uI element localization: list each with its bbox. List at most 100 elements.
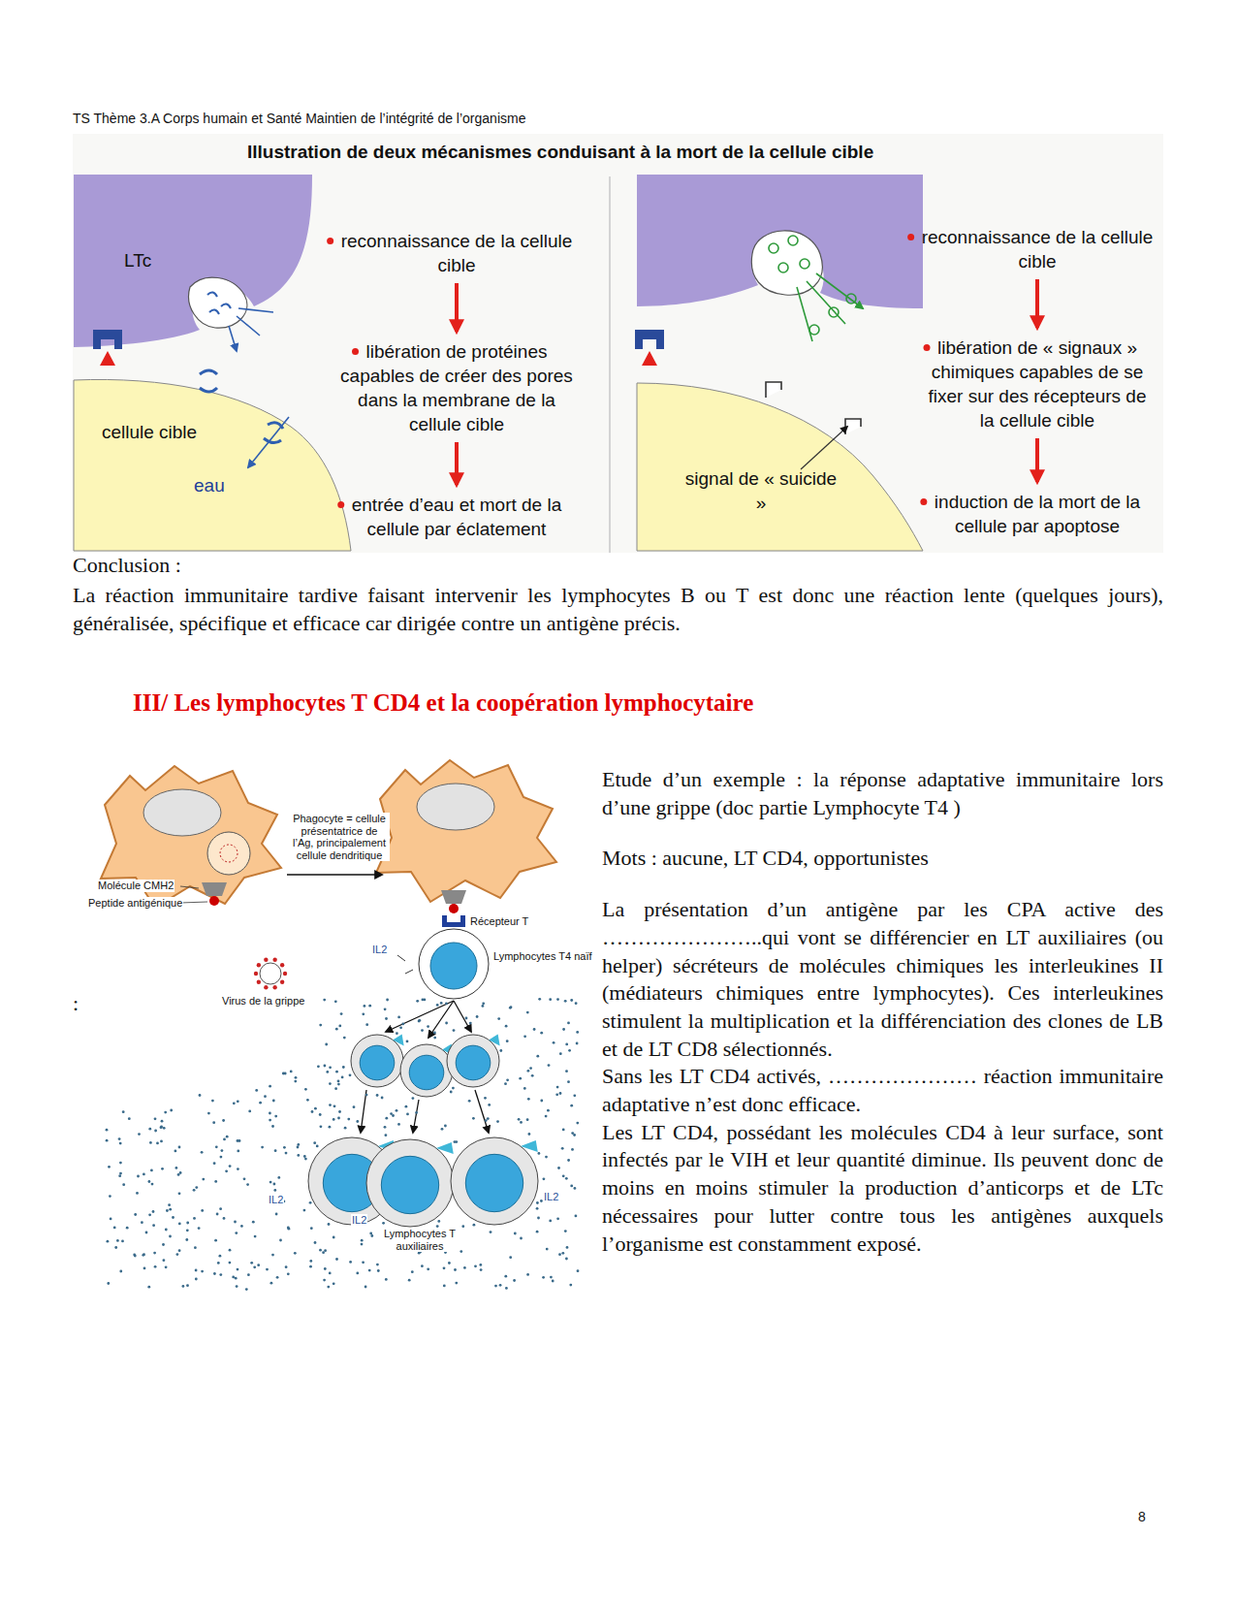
il2-molecules xyxy=(147,1285,151,1289)
vesicle xyxy=(189,277,248,328)
il2-molecules xyxy=(232,1101,236,1105)
il2-molecules xyxy=(145,1231,149,1235)
il2-molecules xyxy=(168,1235,172,1238)
il2-molecules xyxy=(414,1110,418,1114)
il2-molecules xyxy=(152,1223,156,1227)
il2-molecules xyxy=(175,1166,179,1170)
il2-molecules xyxy=(154,1265,158,1268)
part-label: Peptide antigénique xyxy=(87,896,184,910)
il2-label: IL2 xyxy=(267,1193,285,1206)
step-arrow xyxy=(454,283,459,332)
il2-molecules xyxy=(536,1054,539,1058)
il2-molecules xyxy=(383,1125,387,1129)
bullet xyxy=(907,233,915,241)
il2-molecules xyxy=(142,1252,146,1256)
proliferation-arrows xyxy=(428,1000,454,1038)
il2-molecules xyxy=(270,1281,274,1285)
il2-molecules xyxy=(570,998,573,1002)
il2-molecules xyxy=(162,1126,166,1130)
il2-molecules xyxy=(415,999,419,1003)
t-lymphocytes xyxy=(488,1033,500,1046)
il2-molecules xyxy=(545,1247,549,1251)
il2-molecules xyxy=(186,1283,190,1287)
il2-molecules xyxy=(148,1127,152,1131)
il2-molecules xyxy=(567,1079,571,1083)
il2-molecules xyxy=(286,1271,290,1275)
nucleus xyxy=(143,789,222,836)
peptide xyxy=(209,895,220,906)
il2-molecules xyxy=(163,1110,167,1114)
il2-molecules xyxy=(365,1093,369,1097)
il2-molecules xyxy=(217,1261,221,1265)
il2-molecules xyxy=(360,1242,364,1246)
il2-molecules xyxy=(335,1070,339,1074)
il2-molecules xyxy=(236,1139,240,1142)
il2-molecules xyxy=(334,1086,338,1090)
il2-molecules xyxy=(153,1251,157,1255)
il2-molecules xyxy=(519,1236,523,1240)
water-arrow xyxy=(248,416,289,468)
il2-molecules xyxy=(411,1269,414,1273)
target-cell xyxy=(73,379,351,551)
il2-molecules xyxy=(539,1031,543,1035)
il2-molecules xyxy=(454,1140,458,1143)
il2-molecules xyxy=(526,1117,530,1121)
il2-molecules xyxy=(499,1048,503,1052)
bullet xyxy=(326,237,334,245)
il2-molecules xyxy=(468,1099,472,1103)
il2-molecules xyxy=(443,1266,446,1269)
il2-molecules xyxy=(118,1137,122,1141)
il2-molecules xyxy=(570,1184,573,1188)
il2-molecules xyxy=(135,1191,139,1195)
il2-molecules xyxy=(293,1079,297,1083)
il2-molecules xyxy=(479,1267,483,1271)
nucleus xyxy=(416,783,495,830)
il2-molecules xyxy=(152,1209,156,1213)
il2-molecules xyxy=(397,1015,401,1019)
t-lymphocytes xyxy=(455,1045,491,1080)
il2-molecules xyxy=(194,1277,198,1281)
il2-molecules xyxy=(233,1220,237,1224)
il2-molecules xyxy=(506,1077,509,1081)
il2-molecules xyxy=(384,1116,388,1120)
il2-label: IL2 xyxy=(350,1213,368,1227)
il2-molecules xyxy=(186,1228,190,1232)
cell-name: cellule cible xyxy=(100,419,198,444)
il2-molecules xyxy=(303,1154,307,1158)
il2-molecules xyxy=(566,1245,570,1249)
il2-molecules xyxy=(559,1051,563,1055)
il2-molecules xyxy=(192,1188,196,1192)
il2-molecules xyxy=(156,1141,159,1145)
phagocyte-label: Phagocyte = cellule présentatrice de l’A… xyxy=(288,812,390,861)
il2-molecules xyxy=(343,1036,347,1040)
signal-label: signal de « suicide » xyxy=(678,466,844,515)
conclusion-text: La réaction immunitaire tardive faisant … xyxy=(72,580,1164,637)
il2-molecules xyxy=(197,1226,201,1230)
il2-molecules xyxy=(355,1119,359,1123)
il2-molecules xyxy=(556,1085,560,1089)
t-lymphocytes xyxy=(409,1054,444,1090)
il2-molecules xyxy=(243,1176,247,1180)
il2-molecules xyxy=(285,1151,288,1155)
il2-molecules xyxy=(332,1236,336,1239)
il2-arrows xyxy=(397,954,413,974)
il2-molecules xyxy=(361,1012,365,1015)
il2-molecules xyxy=(527,1069,531,1073)
il2-molecules xyxy=(185,1237,189,1241)
il2-molecules xyxy=(523,1086,527,1090)
il2-molecules xyxy=(236,1149,240,1153)
il2-molecules xyxy=(327,1222,331,1226)
step-box: libération de protéines capables de crée… xyxy=(335,339,578,437)
il2-molecules xyxy=(484,1118,488,1122)
il2-molecules xyxy=(377,1268,381,1272)
virus-spikes xyxy=(256,980,261,984)
il2-molecules xyxy=(212,1120,216,1124)
il2-molecules xyxy=(234,1276,238,1280)
il2-molecules xyxy=(271,1253,275,1257)
il2-molecules xyxy=(548,997,552,1001)
il2-molecules xyxy=(193,1245,197,1249)
il2-molecules xyxy=(323,1064,327,1068)
il2-molecules xyxy=(505,1286,508,1290)
il2-molecules xyxy=(207,1111,211,1115)
